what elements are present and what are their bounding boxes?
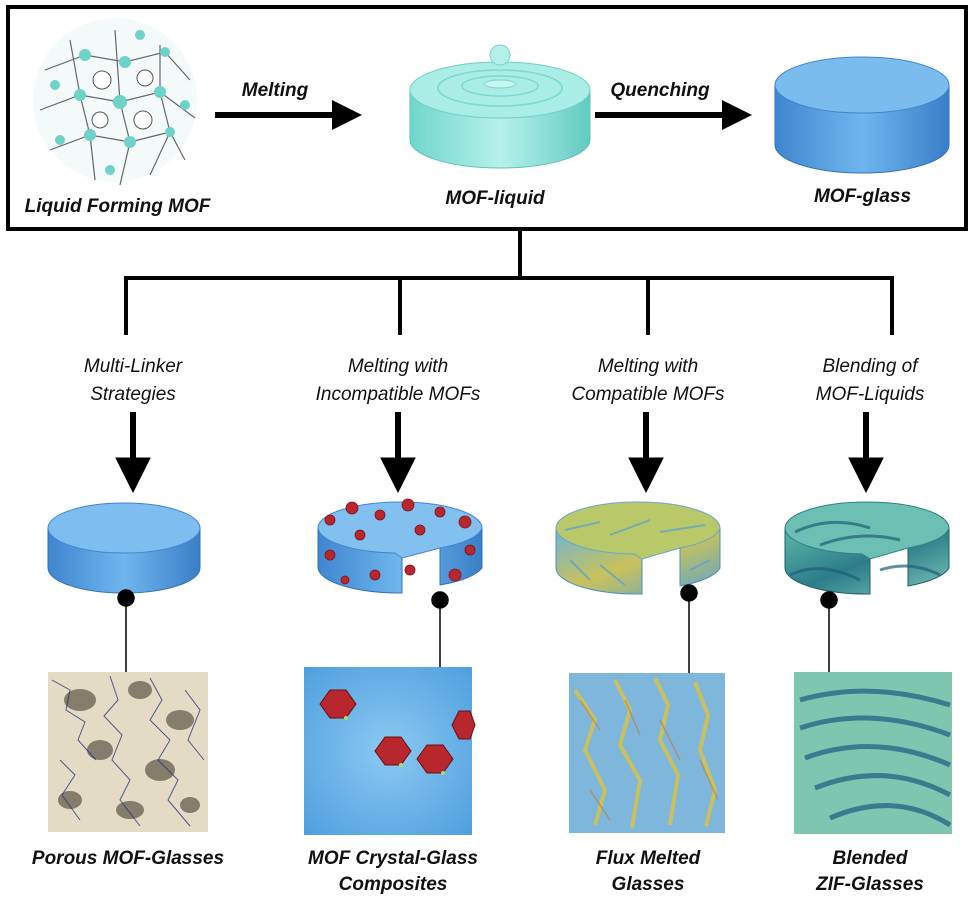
strategy-1-line1: Multi-Linker [83,356,183,377]
crystal-glass-composite-puck [317,498,483,594]
pointer-markers [117,584,838,676]
branch-connector [124,231,894,335]
result-label-1: Porous MOF-Glasses [18,846,238,872]
result-label-4: Blended ZIF-Glasses [775,846,965,898]
result-2-line1: MOF Crystal-Glass [308,848,478,869]
mof-network-illustration [33,18,197,186]
strategy-2-line2: Incompatible MOFs [315,384,481,405]
crystal-glass-panel [304,667,476,835]
flux-melted-panel [569,673,725,833]
result-label-2: MOF Crystal-Glass Composites [283,846,503,898]
melting-arrow [215,100,362,130]
result-4-line2: ZIF-Glasses [816,874,924,895]
blended-zif-panel [794,672,952,834]
porous-glass-puck [47,502,201,594]
strategy-4-line1: Blending of [822,356,918,377]
arrow1-label: Melting [241,80,309,101]
quenching-arrow [595,100,752,130]
arrow2-label: Quenching [610,80,710,101]
strategy-1-line2: Strategies [90,384,176,405]
result-1-line1: Porous MOF-Glasses [31,848,225,869]
blended-zif-puck [784,501,950,595]
porous-glass-panel [48,672,208,832]
strategy-label-1: Multi-Linker Strategies [38,353,228,409]
result-3-line2: Glasses [611,874,685,895]
result-3-line1: Flux Melted [595,848,701,869]
flux-melted-puck [555,501,721,595]
strategy-3-line1: Melting with [597,356,699,377]
stage-mof-glass: MOF-glass [813,186,912,207]
stage-liquid-forming-mof: Liquid Forming MOF [24,196,211,217]
mof-glass-puck [774,56,950,174]
strategy-4-line2: MOF-Liquids [815,384,925,405]
strategy-label-3: Melting with Compatible MOFs [543,353,753,409]
strategy-3-line2: Compatible MOFs [571,384,725,405]
strategy-2-line1: Melting with [347,356,449,377]
result-4-line1: Blended [832,848,908,869]
strategy-label-2: Melting with Incompatible MOFs [288,353,508,409]
result-2-line2: Composites [338,874,448,895]
result-label-3: Flux Melted Glasses [548,846,748,898]
mof-liquid-puck [409,44,591,169]
stage-mof-liquid: MOF-liquid [445,188,545,209]
strategy-label-4: Blending of MOF-Liquids [775,353,965,409]
top-process-frame [6,5,968,231]
branch-arrows [115,412,884,494]
